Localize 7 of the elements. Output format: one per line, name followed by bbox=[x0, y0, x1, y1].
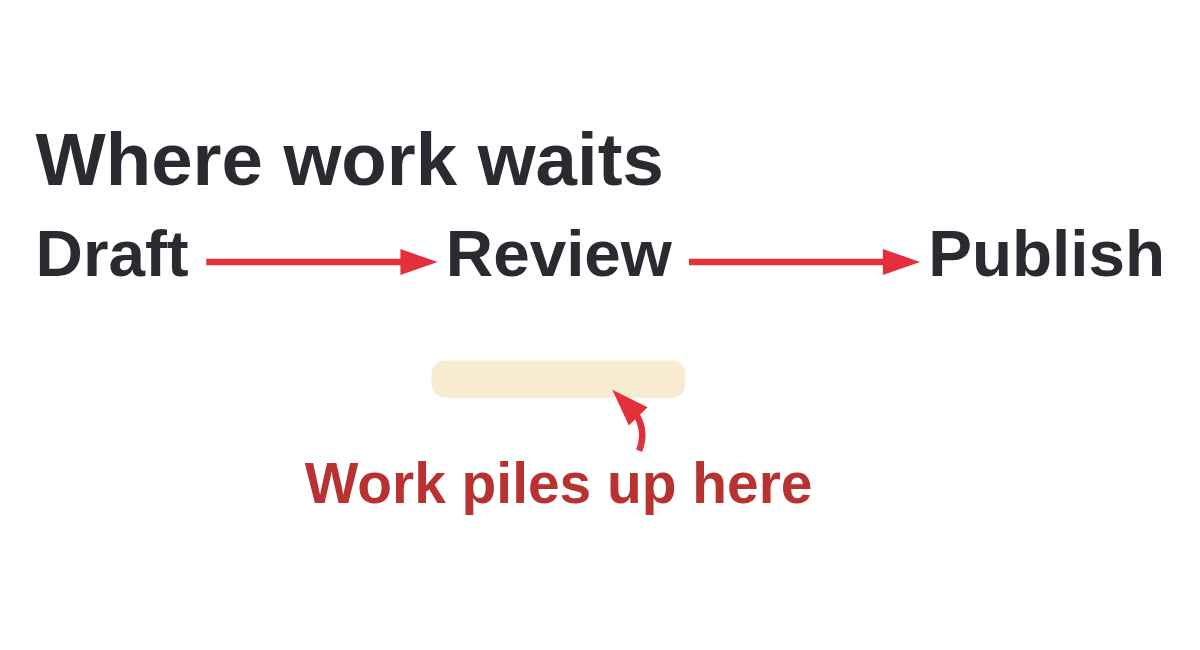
node-text: Review bbox=[445, 216, 672, 290]
node-text: Draft bbox=[35, 216, 189, 290]
node-text: Publish bbox=[928, 216, 1166, 290]
arrow bbox=[612, 389, 648, 452]
diagram-title: Where work waits bbox=[35, 117, 664, 201]
node-bar bbox=[431, 360, 686, 398]
node-text: Work piles up here bbox=[304, 451, 813, 515]
